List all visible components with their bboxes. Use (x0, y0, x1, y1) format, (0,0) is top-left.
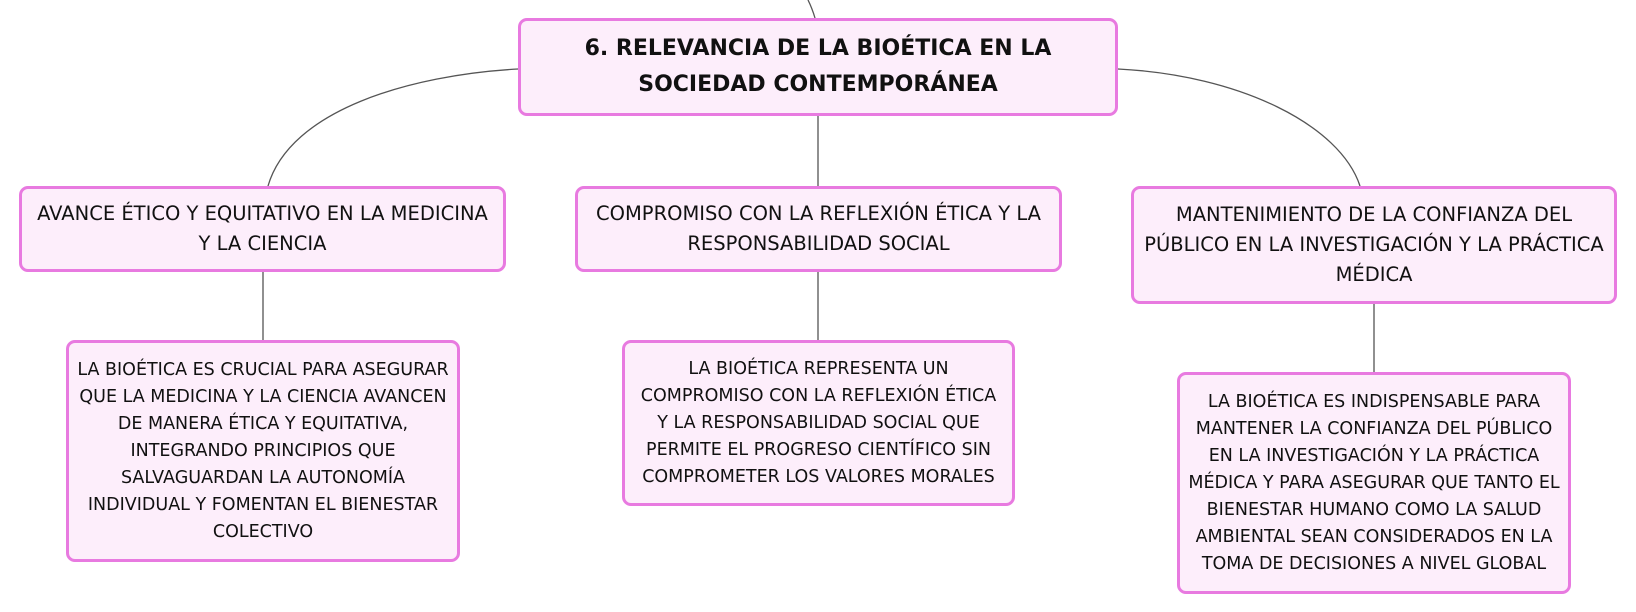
leaf-topic-text: LA BIOÉTICA ES CRUCIAL PARA ASEGURAR QUE… (77, 359, 449, 542)
leaf-topic-text: LA BIOÉTICA REPRESENTA UN COMPROMISO CON… (640, 358, 997, 487)
branch-topic-ethical-advance[interactable]: AVANCE ÉTICO Y EQUITATIVO EN LA MEDICINA… (19, 186, 506, 272)
connector-parent-to-root (807, 0, 816, 19)
leaf-topic-ethical-advance-detail[interactable]: LA BIOÉTICA ES CRUCIAL PARA ASEGURAR QUE… (66, 340, 460, 562)
root-topic[interactable]: 6. RELEVANCIA DE LA BIOÉTICA EN LA SOCIE… (518, 18, 1118, 116)
connector-root-to-branch-left (267, 68, 519, 187)
leaf-topic-ethical-commitment-detail[interactable]: LA BIOÉTICA REPRESENTA UN COMPROMISO CON… (622, 340, 1015, 506)
branch-topic-label: MANTENIMIENTO DE LA CONFIANZA DEL PÚBLIC… (1144, 203, 1604, 286)
branch-topic-public-trust[interactable]: MANTENIMIENTO DE LA CONFIANZA DEL PÚBLIC… (1131, 186, 1617, 304)
branch-topic-label: COMPROMISO CON LA REFLEXIÓN ÉTICA Y LA R… (596, 202, 1041, 255)
connector-root-to-branch-right (1117, 68, 1361, 187)
leaf-topic-text: LA BIOÉTICA ES INDISPENSABLE PARA MANTEN… (1188, 391, 1560, 574)
root-topic-title: 6. RELEVANCIA DE LA BIOÉTICA EN LA SOCIE… (584, 36, 1052, 97)
leaf-topic-public-trust-detail[interactable]: LA BIOÉTICA ES INDISPENSABLE PARA MANTEN… (1177, 372, 1571, 594)
branch-topic-label: AVANCE ÉTICO Y EQUITATIVO EN LA MEDICINA… (37, 202, 488, 255)
branch-topic-ethical-commitment[interactable]: COMPROMISO CON LA REFLEXIÓN ÉTICA Y LA R… (575, 186, 1062, 272)
